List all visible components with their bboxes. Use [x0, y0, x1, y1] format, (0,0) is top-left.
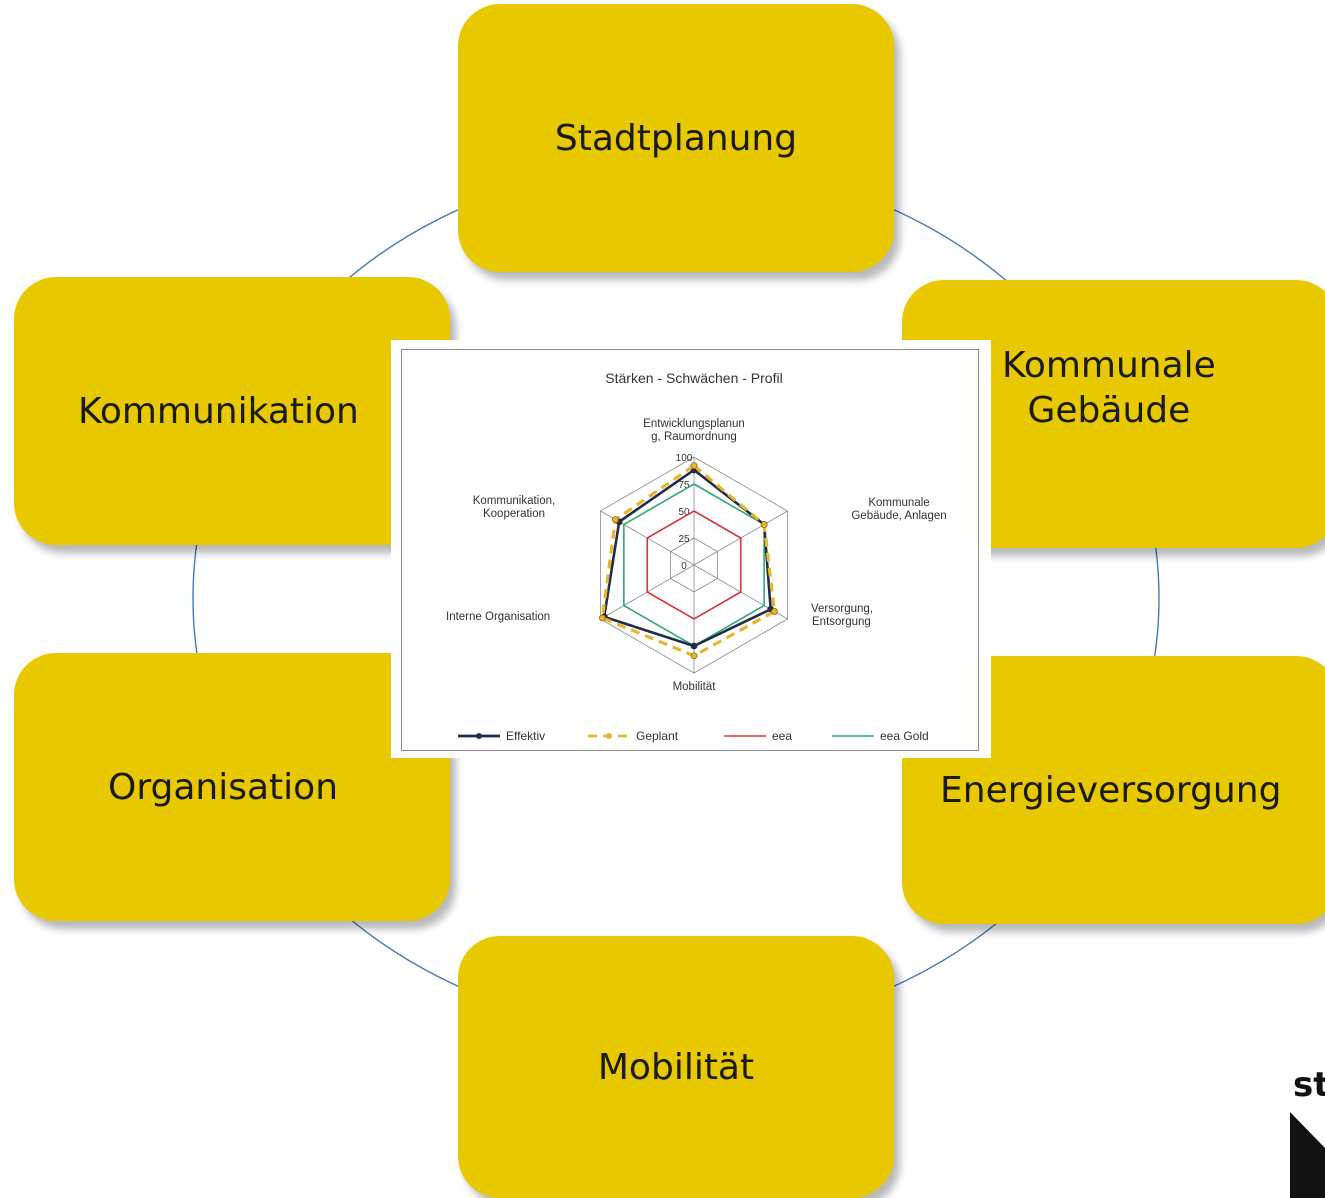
axis-label: Gebäude, Anlagen: [851, 510, 946, 522]
tick-label: 25: [678, 534, 690, 545]
series-geplant-point: [690, 652, 698, 660]
node-energieversorgung: Energieversorgung: [902, 656, 1325, 924]
axis-label: Kommunale: [868, 497, 929, 509]
legend-label: eea: [772, 729, 792, 743]
legend-marker: [476, 733, 482, 739]
legend-label: Geplant: [636, 729, 679, 743]
radar-chart: Stärken - Schwächen - Profil0255075100En…: [446, 370, 947, 743]
node-organisation: Organisation: [14, 653, 450, 921]
legend-label: Effektiv: [506, 729, 545, 743]
node-label-organisation: Organisation: [108, 766, 339, 808]
node-mobilitat: Mobilität: [458, 936, 894, 1198]
series-effektiv-point: [690, 642, 698, 650]
logo-text: st: [1293, 1065, 1325, 1105]
tick-label: 75: [678, 480, 690, 491]
series-geplant-point: [690, 462, 698, 470]
node-label-kommunale-gebaude: Kommunale Gebäude: [1002, 345, 1216, 431]
legend-marker: [606, 733, 612, 739]
axis-label: Mobilität: [673, 681, 717, 693]
axis-label: Kooperation: [483, 508, 545, 520]
node-stadtplanung: Stadtplanung: [458, 4, 894, 272]
series-geplant-point: [598, 614, 606, 622]
series-eea-line: [646, 510, 742, 620]
legend-label: eea Gold: [880, 729, 929, 743]
axis-label: g, Raumordnung: [651, 431, 737, 443]
tick-label: 50: [678, 507, 690, 518]
axis-label: Interne Organisation: [446, 611, 550, 623]
node-label-stadtplanung: Stadtplanung: [554, 117, 798, 159]
series-geplant-point: [612, 516, 619, 524]
series-effektiv-line: [602, 468, 773, 648]
tick-label: 100: [676, 453, 693, 464]
tick-label: 0: [681, 561, 687, 572]
node-label-kommunikation: Kommunikation: [78, 390, 359, 432]
chart-title: Stärken - Schwächen - Profil: [605, 370, 782, 386]
node-label-mobilitat: Mobilität: [597, 1046, 755, 1088]
axis-label: Entwicklungsplanun: [643, 418, 745, 430]
series-geplant-point: [760, 521, 768, 528]
axis-label: Versorgung,: [811, 603, 873, 615]
axis-label: Entsorgung: [812, 616, 871, 628]
node-kommunikation: Kommunikation: [14, 277, 450, 545]
axis-label: Kommunikation,: [473, 495, 555, 507]
series-geplant-line: [600, 463, 777, 658]
logo-mark: [1290, 1112, 1325, 1198]
series-geplant-point: [771, 608, 778, 615]
node-label-energieversorgung: Energieversorgung: [940, 769, 1282, 811]
